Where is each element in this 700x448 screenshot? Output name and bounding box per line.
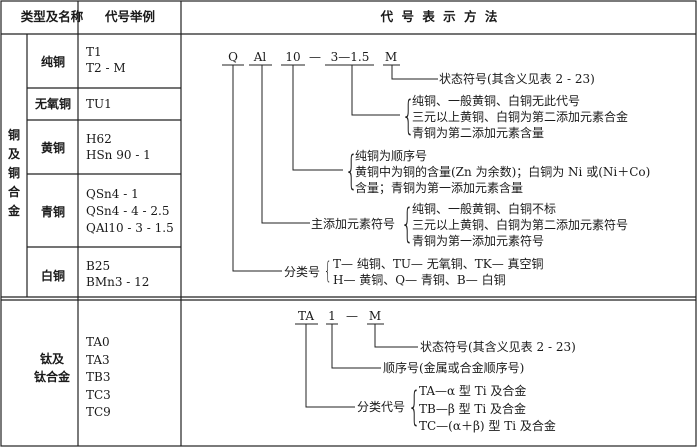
row-codes-cupronickel: B25 BMn3 - 12 bbox=[86, 258, 149, 290]
name-line: 钛合金 bbox=[33, 370, 71, 384]
code: QSn4 - 1 bbox=[86, 187, 139, 201]
ti-class-label: 分类代号 bbox=[357, 400, 406, 414]
group-char: 金 bbox=[8, 204, 21, 218]
note: 三元以上黄铜、白铜为第二添加元素合金 bbox=[412, 110, 629, 124]
group-char: 铜 bbox=[8, 128, 21, 142]
brace-icon: { bbox=[401, 201, 414, 247]
brace-icon: { bbox=[345, 148, 358, 194]
note: 黄铜中为铜的含量(Zn 为余数)；白铜为 Ni 或(Ni＋Co) bbox=[355, 165, 651, 179]
header-type-name: 类型及名称 bbox=[20, 9, 84, 24]
header-notation: 代 号 表 示 方 法 bbox=[380, 9, 500, 24]
note: TA—α 型 Ti 及合金 bbox=[419, 384, 527, 398]
state-symbol-label: 状态符号(其含义见表 2 - 23) bbox=[439, 72, 595, 86]
code: TU1 bbox=[86, 97, 112, 111]
ti-seq-label: 顺序号(金属或合金顺序号) bbox=[383, 361, 525, 375]
note: H— 黄铜、Q— 青铜、B— 白铜 bbox=[333, 273, 506, 287]
row-codes-titanium: TA0 TA3 TB3 TC3 TC9 bbox=[86, 334, 111, 422]
row-name-titanium: 钛及 钛合金 bbox=[34, 350, 70, 386]
ti-part-1: 1 bbox=[328, 309, 336, 323]
class-label: 分类号 bbox=[284, 265, 321, 279]
row-codes-bronze: QSn4 - 1 QSn4 - 4 - 2.5 QAl10 - 3 - 1.5 bbox=[86, 186, 174, 237]
row-codes-pure-copper: T1 T2 - M bbox=[86, 44, 126, 76]
second-element-notes: 纯铜、一般黄铜、白铜无此代号 三元以上黄铜、白铜为第二添加元素合金 青铜为第二添… bbox=[412, 93, 628, 141]
row-codes-brass: H62 HSn 90 - 1 bbox=[86, 131, 151, 163]
brace-icon: { bbox=[324, 257, 332, 285]
group-char: 铜 bbox=[8, 166, 21, 180]
code: T1 bbox=[86, 45, 102, 59]
code: TC9 bbox=[86, 405, 111, 419]
note: 纯铜为顺序号 bbox=[355, 149, 428, 163]
ti-state-label: 状态符号(其含义见表 2 - 23) bbox=[420, 340, 576, 354]
note: 青铜为第一添加元素符号 bbox=[412, 234, 545, 248]
code: H62 bbox=[86, 132, 112, 146]
part-M: M bbox=[384, 50, 398, 64]
ti-part-dash: — bbox=[346, 309, 358, 323]
part-dash: — bbox=[309, 50, 321, 64]
row-name-brass: 黄铜 bbox=[40, 141, 66, 155]
note: 含量；青铜为第一添加元素含量 bbox=[355, 181, 524, 195]
part-Al: Al bbox=[253, 50, 267, 64]
note: 三元以上黄铜、白铜为第二添加元素符号 bbox=[412, 218, 629, 232]
group-char: 及 bbox=[8, 147, 21, 161]
group-char: 合 bbox=[8, 185, 21, 199]
class-notes: T— 纯铜、TU— 无氧铜、TK— 真空铜 H— 黄铜、Q— 青铜、B— 白铜 bbox=[333, 256, 544, 288]
copper-diagram-lines bbox=[222, 64, 438, 272]
main-element-notes: 纯铜、一般黄铜、白铜不标 三元以上黄铜、白铜为第二添加元素符号 青铜为第一添加元… bbox=[412, 201, 628, 249]
row-name-cupronickel: 白铜 bbox=[40, 269, 66, 283]
ti-part-M: M bbox=[368, 309, 382, 323]
row-codes-oxygen-free-copper: TU1 bbox=[86, 96, 112, 112]
code: T2 - M bbox=[86, 61, 126, 75]
part-3-1.5: 3—1.5 bbox=[330, 50, 370, 64]
code: QSn4 - 4 - 2.5 bbox=[86, 204, 170, 218]
code: QAl10 - 3 - 1.5 bbox=[86, 221, 174, 235]
copper-group-label: 铜 及 铜 合 金 bbox=[8, 126, 22, 221]
note: 纯铜、一般黄铜、白铜无此代号 bbox=[412, 94, 581, 108]
ti-class-notes: TA—α 型 Ti 及合金 TB—β 型 Ti 及合金 TC—(α＋β) 型 T… bbox=[419, 383, 556, 436]
brace-icon: { bbox=[408, 384, 421, 430]
titanium-diagram-lines bbox=[295, 323, 418, 408]
main-element-label: 主添加元素符号 bbox=[311, 217, 396, 231]
brace-icon: { bbox=[402, 93, 415, 139]
code: HSn 90 - 1 bbox=[86, 148, 151, 162]
code: TB3 bbox=[86, 370, 111, 384]
note: TC—(α＋β) 型 Ti 及合金 bbox=[419, 419, 556, 433]
row-name-pure-copper: 纯铜 bbox=[40, 55, 66, 69]
part-Q: Q bbox=[228, 50, 238, 64]
code: B25 bbox=[86, 259, 111, 273]
code: TA0 bbox=[86, 335, 110, 349]
code: TC3 bbox=[86, 387, 111, 402]
header-code-example: 代号举例 bbox=[104, 9, 156, 24]
note: T— 纯铜、TU— 无氧铜、TK— 真空铜 bbox=[333, 257, 544, 271]
code: TA3 bbox=[86, 352, 110, 367]
first-element-notes: 纯铜为顺序号 黄铜中为铜的含量(Zn 为余数)；白铜为 Ni 或(Ni＋Co) … bbox=[355, 148, 650, 196]
note: TB—β 型 Ti 及合金 bbox=[419, 401, 527, 416]
ti-part-TA: TA bbox=[297, 309, 315, 323]
row-name-oxygen-free-copper: 无氧铜 bbox=[34, 97, 72, 111]
note: 纯铜、一般黄铜、白铜不标 bbox=[412, 202, 557, 216]
code: BMn3 - 12 bbox=[86, 275, 150, 289]
note: 青铜为第二添加元素含量 bbox=[412, 126, 545, 140]
row-name-bronze: 青铜 bbox=[40, 205, 66, 219]
name-line: 钛及 bbox=[39, 352, 65, 366]
part-10: 10 bbox=[285, 50, 301, 64]
